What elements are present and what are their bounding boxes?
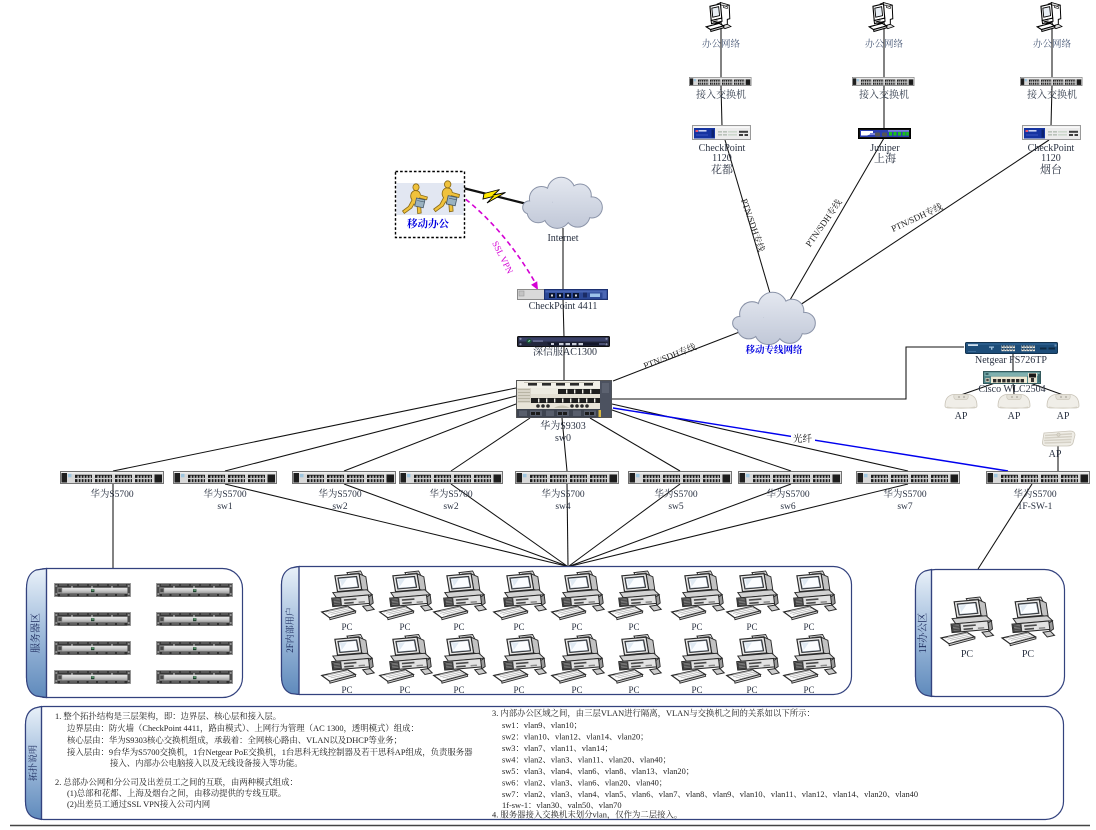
svg-text:sw3：vlan7、vlan11、vlan14；: sw3：vlan7、vlan11、vlan14； xyxy=(502,744,613,753)
svg-text:办公网络: 办公网络 xyxy=(702,38,741,50)
svg-text:华为S5700: 华为S5700 xyxy=(1013,488,1057,500)
svg-text:sw2: sw2 xyxy=(332,502,348,512)
svg-text:服务器区: 服务器区 xyxy=(29,613,42,653)
svg-text:PC: PC xyxy=(746,685,757,695)
svg-text:PTN/SDH专线: PTN/SDH专线 xyxy=(889,200,944,233)
svg-text:深信服AC1300: 深信服AC1300 xyxy=(533,345,597,358)
svg-text:PC: PC xyxy=(628,685,639,695)
svg-text:Cisco WLC2504: Cisco WLC2504 xyxy=(978,384,1045,395)
svg-text:移动办公: 移动办公 xyxy=(407,217,449,230)
svg-text:AP: AP xyxy=(1049,449,1062,460)
svg-text:拓扑说明: 拓扑说明 xyxy=(27,745,38,781)
svg-text:1F办公区: 1F办公区 xyxy=(916,613,929,654)
svg-text:PC: PC xyxy=(571,622,582,632)
svg-text:(1)总部和花都、上海及烟台之间，由移动提供的专线互联。: (1)总部和花都、上海及烟台之间，由移动提供的专线互联。 xyxy=(67,788,286,799)
svg-text:华为S5700: 华为S5700 xyxy=(429,488,473,500)
svg-text:Netgear FS726TP: Netgear FS726TP xyxy=(975,355,1047,366)
svg-text:PC: PC xyxy=(399,685,410,695)
svg-text:华为S5700: 华为S5700 xyxy=(654,488,698,500)
svg-text:PC: PC xyxy=(691,622,702,632)
svg-text:sw4: sw4 xyxy=(555,502,571,512)
svg-text:华为S5700: 华为S5700 xyxy=(883,488,927,500)
svg-text:3. 内部办公区域之间，由三层VLAN进行隔离，VLAN与交: 3. 内部办公区域之间，由三层VLAN进行隔离，VLAN与交换机之间的关系如以下… xyxy=(492,708,815,719)
svg-text:CheckPoint: CheckPoint xyxy=(1028,143,1075,154)
svg-text:PTN/SDH专线: PTN/SDH专线 xyxy=(803,197,844,249)
svg-text:华为S5700: 华为S5700 xyxy=(90,488,134,500)
svg-text:AP: AP xyxy=(955,411,968,422)
svg-text:光纤: 光纤 xyxy=(793,433,813,445)
svg-text:Internet: Internet xyxy=(547,233,578,244)
svg-text:华为S5700: 华为S5700 xyxy=(766,488,810,500)
svg-text:sw2：vlan10、vlan12、vlan14、vlan2: sw2：vlan10、vlan12、vlan14、vlan20； xyxy=(502,733,649,742)
svg-text:PTN/SDH专线: PTN/SDH专线 xyxy=(642,341,698,371)
svg-text:sw7：vlan2、vlan3、vlan4、vlan5、vl: sw7：vlan2、vlan3、vlan4、vlan5、vlan6、vlan7、… xyxy=(502,790,918,799)
svg-text:花都: 花都 xyxy=(711,162,733,176)
svg-text:2F内部用户: 2F内部用户 xyxy=(284,607,295,653)
svg-text:PC: PC xyxy=(513,685,524,695)
svg-text:PC: PC xyxy=(961,649,974,660)
svg-text:PC: PC xyxy=(803,622,814,632)
svg-text:2. 总部办公网和分公司及出差员工之间的互联，由两种模式组成: 2. 总部办公网和分公司及出差员工之间的互联，由两种模式组成： xyxy=(55,777,298,788)
svg-text:移动专线网络: 移动专线网络 xyxy=(745,344,803,356)
svg-text:Juniper: Juniper xyxy=(870,143,900,154)
svg-text:CheckPoint: CheckPoint xyxy=(699,143,746,154)
svg-text:sw6：vlan2、vlan3、vlan6、vlan20、v: sw6：vlan2、vlan3、vlan6、vlan20、vlan40； xyxy=(502,779,667,788)
svg-text:4. 服务器接入交换机未划分vlan，仅作为二层接入。: 4. 服务器接入交换机未划分vlan，仅作为二层接入。 xyxy=(492,810,682,821)
svg-text:华为S5700: 华为S5700 xyxy=(318,488,362,500)
svg-text:1120: 1120 xyxy=(712,153,732,164)
svg-text:CheckPoint 4411: CheckPoint 4411 xyxy=(529,301,598,312)
svg-text:PC: PC xyxy=(691,685,702,695)
svg-text:sw1：vlan9、vlan10；: sw1：vlan9、vlan10； xyxy=(502,721,582,730)
svg-text:1f-sw-1：vlan30、valn50、vlan70: 1f-sw-1：vlan30、valn50、vlan70 xyxy=(502,801,622,810)
svg-text:上海: 上海 xyxy=(874,151,896,165)
svg-text:sw0: sw0 xyxy=(555,433,571,444)
svg-text:PC: PC xyxy=(571,685,582,695)
svg-text:sw5：vlan3、vlan4、vlan6、vlan8、vl: sw5：vlan3、vlan4、vlan6、vlan8、vlan13、vlan2… xyxy=(502,767,694,776)
svg-text:华为S9303: 华为S9303 xyxy=(540,419,586,432)
svg-text:PC: PC xyxy=(1022,649,1035,660)
svg-text:sw6: sw6 xyxy=(780,502,796,512)
svg-text:SSL VPN: SSL VPN xyxy=(490,239,515,275)
svg-text:PC: PC xyxy=(628,622,639,632)
svg-text:华为S5700: 华为S5700 xyxy=(203,488,247,500)
svg-text:PC: PC xyxy=(746,622,757,632)
svg-text:PC: PC xyxy=(341,685,352,695)
svg-text:接入层由：9台华为S5700交换机，1台Netgear Po: 接入层由：9台华为S5700交换机，1台Netgear PoE交换机，1台思科无… xyxy=(67,747,473,758)
svg-text:PC: PC xyxy=(341,622,352,632)
svg-text:烟台: 烟台 xyxy=(1040,162,1062,176)
svg-text:接入交换机: 接入交换机 xyxy=(696,88,746,101)
svg-text:接入交换机: 接入交换机 xyxy=(859,88,909,101)
svg-text:接入、内部办公电脑接入以及无线设备接入等功能。: 接入、内部办公电脑接入以及无线设备接入等功能。 xyxy=(110,758,303,768)
svg-text:sw7: sw7 xyxy=(897,502,913,512)
svg-text:核心层由：华为S9303核心交换机组成，承载着：全网核心路由: 核心层由：华为S9303核心交换机组成，承载着：全网核心路由、VLAN以及DHC… xyxy=(67,735,402,746)
svg-text:1F-SW-1: 1F-SW-1 xyxy=(1018,502,1053,512)
svg-text:sw2: sw2 xyxy=(443,502,459,512)
svg-text:1. 整个拓扑结构是三层架构，即：边界层、核心层和接入层。: 1. 整个拓扑结构是三层架构，即：边界层、核心层和接入层。 xyxy=(55,711,281,722)
svg-text:PC: PC xyxy=(453,685,464,695)
svg-text:PC: PC xyxy=(513,622,524,632)
svg-text:PTN/SDH专线: PTN/SDH专线 xyxy=(739,197,767,253)
svg-text:AP: AP xyxy=(1057,411,1070,422)
svg-text:AP: AP xyxy=(1008,411,1021,422)
svg-text:PC: PC xyxy=(803,685,814,695)
svg-text:PC: PC xyxy=(453,622,464,632)
svg-text:华为S5700: 华为S5700 xyxy=(541,488,585,500)
svg-text:办公网络: 办公网络 xyxy=(865,38,904,50)
svg-text:sw1: sw1 xyxy=(217,502,233,512)
svg-text:sw5: sw5 xyxy=(668,502,684,512)
svg-text:(2)出差员工通过SSL VPN接入公司内网: (2)出差员工通过SSL VPN接入公司内网 xyxy=(67,799,210,809)
svg-text:办公网络: 办公网络 xyxy=(1033,38,1072,50)
svg-text:边界层由：防火墙（CheckPoint 4411，路由模式）: 边界层由：防火墙（CheckPoint 4411，路由模式）、上网行为管理（AC… xyxy=(67,723,419,734)
svg-text:接入交换机: 接入交换机 xyxy=(1027,88,1077,101)
svg-text:1120: 1120 xyxy=(1041,153,1061,164)
svg-text:PC: PC xyxy=(399,622,410,632)
svg-text:sw4：vlan2、vlan3、vlan11、vlan20、: sw4：vlan2、vlan3、vlan11、vlan20、vlan40； xyxy=(502,756,671,765)
